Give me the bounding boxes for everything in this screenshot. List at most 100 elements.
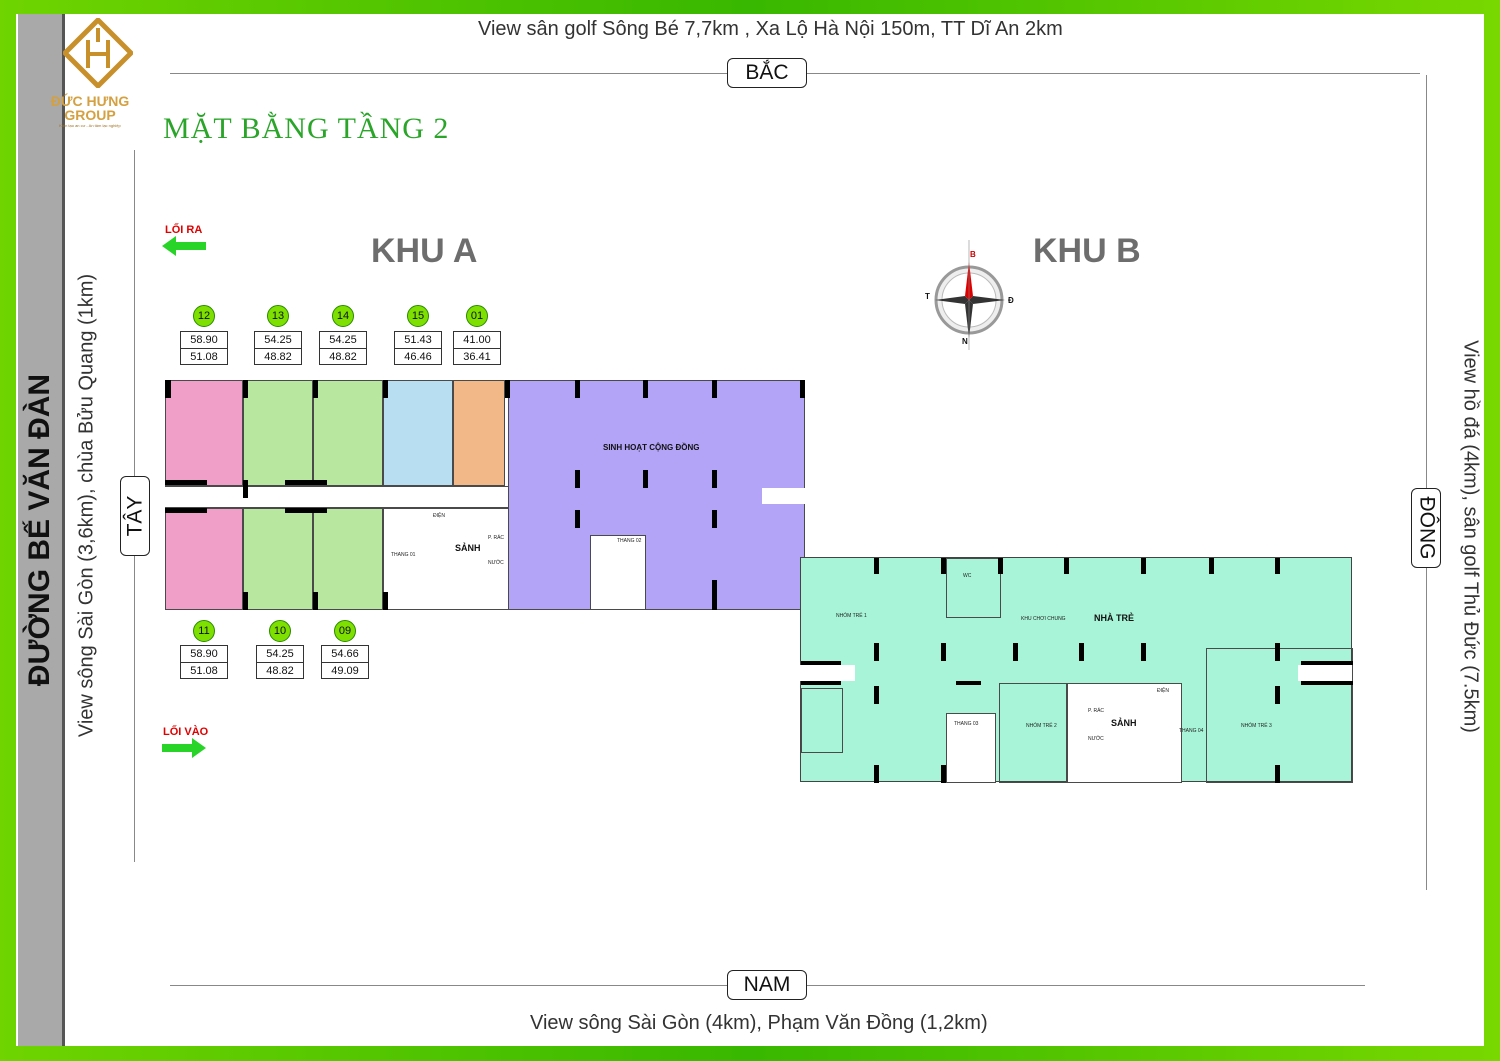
core-a xyxy=(383,508,523,610)
logo-group: GROUP xyxy=(64,107,116,123)
lobby-b-label: SẢNH xyxy=(1111,718,1137,728)
water-a-label: NƯỚC xyxy=(488,560,504,566)
compass-s: N xyxy=(962,337,968,346)
north-view: View sân golf Sông Bé 7,7km , Xa Lộ Hà N… xyxy=(478,18,1063,40)
unit-area1: 54.25 xyxy=(266,648,294,660)
core-b xyxy=(1067,683,1182,783)
wc-block xyxy=(946,558,1001,618)
compass-w: T xyxy=(925,292,930,301)
compass: B N T Đ xyxy=(925,240,1020,355)
stair-left xyxy=(801,688,843,753)
entry-label: LỐI VÀO xyxy=(163,726,209,738)
unit-area1: 51.43 xyxy=(404,334,432,346)
west-label-text: TÂY xyxy=(123,495,146,537)
unit-number-badge: 14 xyxy=(332,305,354,327)
unit-area2: 48.82 xyxy=(257,662,303,678)
unit-09[interactable] xyxy=(313,508,383,610)
east-line xyxy=(1426,75,1427,890)
unit-area2: 49.09 xyxy=(322,662,368,678)
unit-01[interactable] xyxy=(453,380,505,486)
west-view: View sông Sài Gòn (3,6km), chùa Bửu Quan… xyxy=(75,273,98,738)
south-view: View sông Sài Gòn (4km), Phạm Văn Đồng (… xyxy=(530,1012,988,1034)
group-3-room[interactable] xyxy=(1206,648,1353,783)
road-strip: ĐƯỜNG BẾ VĂN ĐÀN xyxy=(18,14,65,1046)
unit-area1: 58.90 xyxy=(190,648,218,660)
nursery-label: NHÀ TRẺ xyxy=(1094,613,1134,623)
unit-10[interactable] xyxy=(243,508,313,610)
unit-area-box: 54.25 48.82 xyxy=(256,645,304,679)
unit-area1: 58.90 xyxy=(190,334,218,346)
stair-04-label: THANG 04 xyxy=(1179,728,1204,734)
zone-a-label: KHU A xyxy=(371,232,478,270)
stair-03 xyxy=(946,713,996,783)
logo: ĐỨC HƯNG GROUP Kiến tạo an cư - An tâm l… xyxy=(40,16,140,148)
unit-15[interactable] xyxy=(383,380,453,486)
unit-14[interactable] xyxy=(313,380,383,486)
unit-area2: 46.46 xyxy=(395,348,441,364)
elec-b-label: ĐIỆN xyxy=(1157,688,1169,694)
khu-b-building: NHÀ TRẺ NHÓM TRẺ 1 KHU CHƠI CHUNG NHÓM T… xyxy=(800,557,1354,783)
unit-area-box: 41.00 36.41 xyxy=(453,331,501,365)
elec-a-label: ĐIỆN xyxy=(433,513,445,519)
unit-area2: 36.41 xyxy=(454,348,500,364)
logo-diamond-icon xyxy=(60,16,135,90)
south-label: NAM xyxy=(727,970,807,1000)
east-view: View hồ đá (4km), sân golf Thủ Đức (7.5k… xyxy=(1459,340,1482,733)
north-label: BẮC xyxy=(727,58,807,88)
community-label: SINH HOẠT CỘNG ĐỒNG xyxy=(603,443,700,452)
unit-11[interactable] xyxy=(165,508,243,610)
unit-area2: 48.82 xyxy=(320,348,366,364)
unit-12[interactable] xyxy=(165,380,243,486)
lobby-a-label: SẢNH xyxy=(455,543,481,553)
community-room[interactable] xyxy=(508,380,805,610)
unit-number-badge: 01 xyxy=(466,305,488,327)
exit-label: LỐI RA xyxy=(165,224,203,236)
logo-name: ĐỨC HƯNG xyxy=(50,93,130,109)
unit-area1: 54.25 xyxy=(264,334,292,346)
group-1-label: NHÓM TRẺ 1 xyxy=(836,613,867,619)
unit-area-box: 54.66 49.09 xyxy=(321,645,369,679)
unit-area-box: 58.90 51.08 xyxy=(180,645,228,679)
unit-number-badge: 12 xyxy=(193,305,215,327)
west-label: TÂY xyxy=(120,476,150,556)
compass-n: B xyxy=(970,250,976,259)
trash-a-label: P. RÁC xyxy=(488,535,505,541)
unit-area-box: 54.25 48.82 xyxy=(319,331,367,365)
unit-13[interactable] xyxy=(243,380,313,486)
logo-slogan: Kiến tạo an cư - An tâm lạc nghiệp xyxy=(59,123,121,128)
group-2-label: NHÓM TRẺ 2 xyxy=(1026,723,1057,729)
east-label: ĐÔNG xyxy=(1411,488,1441,568)
unit-number-badge: 09 xyxy=(334,620,356,642)
unit-area-box: 58.90 51.08 xyxy=(180,331,228,365)
stair-01-label: THANG 01 xyxy=(391,552,416,558)
wc-label: WC xyxy=(963,573,972,579)
page-title: MẶT BẰNG TẦNG 2 xyxy=(163,112,450,145)
unit-area2: 51.08 xyxy=(181,662,227,678)
stair-02-label: THANG 02 xyxy=(617,538,642,544)
play-label: KHU CHƠI CHUNG xyxy=(1021,616,1066,622)
corridor xyxy=(165,486,515,508)
stair-03-label: THANG 03 xyxy=(954,721,979,727)
group-2-room[interactable] xyxy=(999,683,1067,783)
unit-area1: 41.00 xyxy=(463,334,491,346)
unit-area2: 48.82 xyxy=(255,348,301,364)
arrow-left-icon xyxy=(162,236,206,256)
unit-area2: 51.08 xyxy=(181,348,227,364)
unit-number-badge: 15 xyxy=(407,305,429,327)
stair-02 xyxy=(590,535,646,610)
unit-number-badge: 13 xyxy=(267,305,289,327)
water-b-label: NƯỚC xyxy=(1088,736,1104,742)
compass-rose-icon xyxy=(934,240,1005,355)
unit-number-badge: 10 xyxy=(269,620,291,642)
unit-area1: 54.25 xyxy=(329,334,357,346)
trash-b-label: P. RÁC xyxy=(1088,708,1105,714)
road-name: ĐƯỜNG BẾ VĂN ĐÀN xyxy=(23,373,56,687)
zone-b-label: KHU B xyxy=(1033,232,1141,270)
unit-number-badge: 11 xyxy=(193,620,215,642)
unit-area-box: 51.43 46.46 xyxy=(394,331,442,365)
east-label-text: ĐÔNG xyxy=(1415,496,1438,560)
khu-a-building: SINH HOẠT CỘNG ĐỒNG SẢNH THANG 01 THANG … xyxy=(165,380,806,610)
compass-e: Đ xyxy=(1008,296,1014,305)
unit-area1: 54.66 xyxy=(331,648,359,660)
group-3-label: NHÓM TRẺ 3 xyxy=(1241,723,1272,729)
